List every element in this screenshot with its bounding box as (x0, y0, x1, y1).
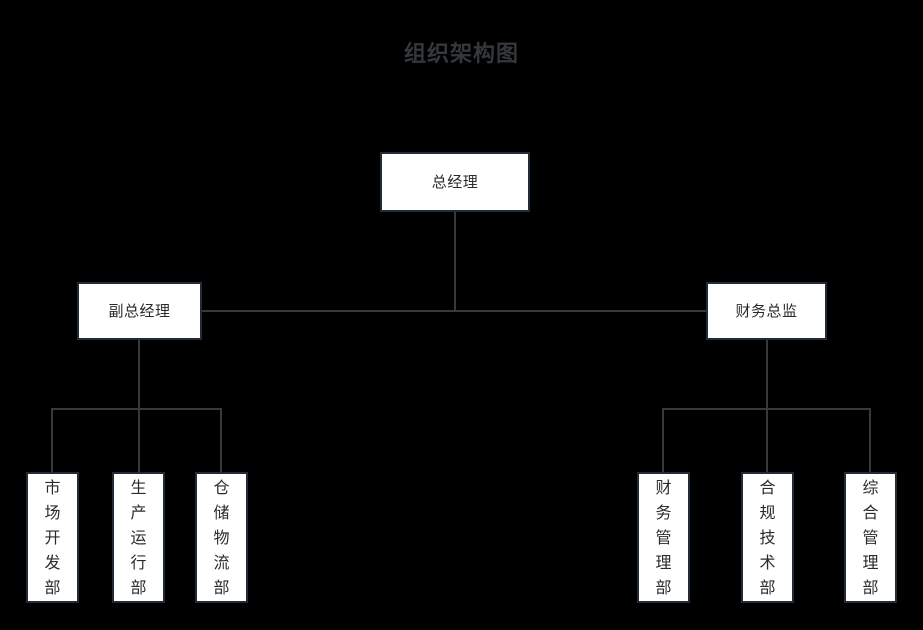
node-label: 生产运行部 (130, 478, 147, 597)
node-label: 副总经理 (108, 302, 171, 320)
connector-left-child-2 (138, 408, 140, 472)
connector-root-down (454, 212, 456, 311)
connector-level2-bus (202, 310, 706, 312)
connector-right-drop (766, 340, 768, 410)
node-label: 仓储物流部 (213, 478, 230, 597)
connector-right-child-2 (766, 408, 768, 472)
page-title: 组织架构图 (403, 42, 519, 67)
connector-left-drop (138, 340, 140, 410)
node-deputy-general-manager[interactable]: 副总经理 (77, 282, 202, 340)
node-label: 市场开发部 (44, 478, 61, 597)
connector-left-child-3 (220, 408, 222, 472)
connector-left-fan-bar (51, 408, 222, 410)
node-label: 综合管理部 (862, 478, 879, 597)
node-financial-management-dept[interactable]: 财务管理部 (637, 472, 690, 603)
node-label: 合规技术部 (759, 478, 776, 597)
node-label: 财务管理部 (655, 478, 672, 597)
node-market-development-dept[interactable]: 市场开发部 (26, 472, 79, 603)
node-production-operations-dept[interactable]: 生产运行部 (112, 472, 165, 603)
node-label: 总经理 (431, 173, 479, 191)
connector-right-child-1 (662, 408, 664, 472)
node-warehousing-logistics-dept[interactable]: 仓储物流部 (195, 472, 248, 603)
connector-right-child-3 (869, 408, 871, 472)
node-general-management-dept[interactable]: 综合管理部 (844, 472, 897, 603)
node-financial-director[interactable]: 财务总监 (706, 282, 827, 340)
node-general-manager[interactable]: 总经理 (380, 152, 530, 212)
node-compliance-technology-dept[interactable]: 合规技术部 (741, 472, 794, 603)
connector-left-child-1 (51, 408, 53, 472)
node-label: 财务总监 (735, 302, 798, 320)
